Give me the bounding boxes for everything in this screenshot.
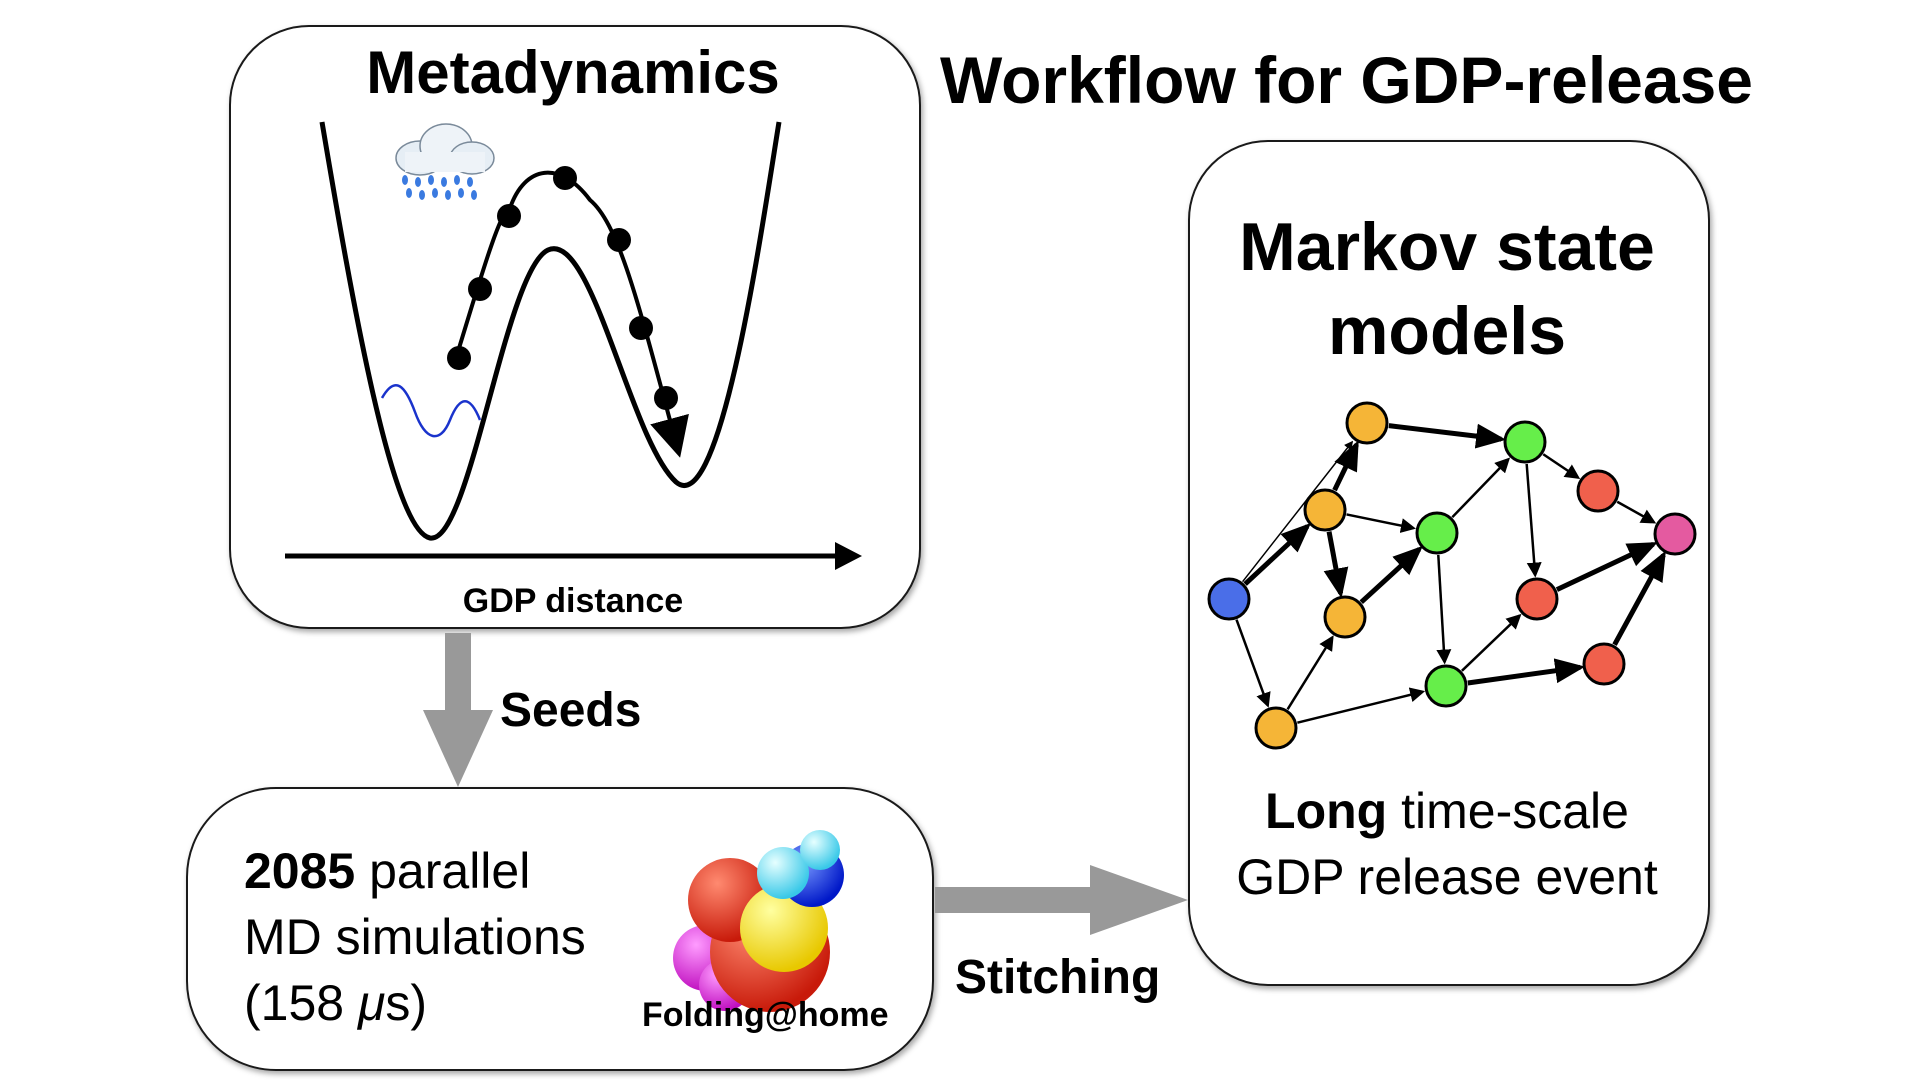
state-node-orange: [1323, 595, 1367, 639]
transition-edge: [1359, 545, 1423, 605]
transition-edge: [1436, 554, 1452, 665]
md-line3-close: s): [385, 975, 428, 1031]
md-description: 2085 parallel MD simulations (158 μs): [244, 838, 586, 1036]
trajectory-points: [447, 166, 678, 410]
transition-edge: [1612, 550, 1666, 646]
transition-edge: [1616, 500, 1657, 524]
rain-cloud-icon: [395, 123, 495, 200]
transition-edge: [1388, 423, 1507, 449]
md-line1-rest: parallel: [355, 843, 531, 899]
transition-edge: [1286, 635, 1334, 710]
md-line3-open: (158: [244, 975, 358, 1031]
x-axis-arrowhead: [835, 542, 862, 570]
transition-edge: [1235, 619, 1271, 708]
transition-edge: [1461, 613, 1522, 672]
md-count: 2085: [244, 843, 356, 899]
state-node-green: [1503, 420, 1547, 464]
stitching-arrow: [935, 865, 1188, 935]
state-node-orange: [1254, 706, 1298, 750]
transition-edge: [1243, 522, 1312, 586]
transition-edge: [1525, 463, 1542, 578]
state-node-blue: [1207, 577, 1251, 621]
transition-edge: [1323, 531, 1349, 599]
state-node-green: [1424, 664, 1468, 708]
msm-title: Markov state models: [1239, 209, 1655, 369]
trajectory-point: [629, 316, 653, 340]
metadynamics-title: Metadynamics: [366, 39, 780, 106]
trajectory-point: [468, 277, 492, 301]
state-node-red: [1515, 577, 1559, 621]
trajectory-point: [447, 346, 471, 370]
markov-state-network: [1207, 401, 1697, 750]
state-node-green: [1415, 511, 1459, 555]
trajectory-point: [654, 386, 678, 410]
biased-trajectory-path: [454, 170, 689, 458]
transition-edge: [1542, 453, 1581, 480]
seeds-label: Seeds: [500, 684, 642, 737]
transition-edge: [1346, 513, 1416, 534]
folding-at-home-logo: [673, 830, 844, 1012]
state-node-pink: [1653, 512, 1697, 556]
trajectory-point: [553, 166, 577, 190]
markov-state-models-panel: [1188, 140, 1710, 986]
msm-desc-line2: GDP release event: [1236, 849, 1658, 905]
state-node-red: [1576, 469, 1620, 513]
transition-edge: [1555, 541, 1658, 592]
metadynamics-panel: [229, 25, 921, 629]
free-energy-curve: [319, 121, 782, 541]
md-line2: MD simulations: [244, 909, 586, 965]
trapped-oscillation-wave: [380, 384, 482, 438]
state-node-orange: [1345, 401, 1389, 445]
trajectory-point: [497, 204, 521, 228]
x-axis-label: GDP distance: [462, 582, 684, 620]
transition-edge: [1467, 658, 1586, 686]
transition-edge: [1297, 687, 1426, 724]
stitching-label: Stitching: [955, 951, 1161, 1004]
trajectory-point: [607, 228, 631, 252]
msm-desc-rest: time-scale: [1387, 783, 1629, 839]
state-node-red: [1582, 642, 1626, 686]
seeds-arrow: [423, 633, 493, 787]
folding-at-home-label: Folding@home: [642, 996, 889, 1034]
md-line3-unit: μ: [357, 975, 386, 1031]
transition-edge: [1241, 440, 1354, 583]
msm-description: Long time-scale GDP release event: [1188, 778, 1706, 910]
msm-desc-bold: Long: [1265, 783, 1388, 839]
page-title: Workflow for GDP-release: [940, 43, 1753, 117]
transition-edge: [1332, 440, 1359, 492]
transition-edge: [1451, 457, 1511, 519]
state-node-orange: [1303, 488, 1347, 532]
